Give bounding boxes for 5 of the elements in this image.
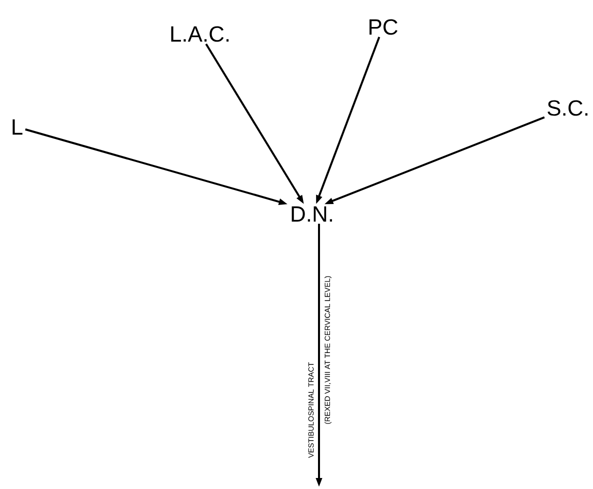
node-label: L.A.C. <box>171 26 229 42</box>
node-label: S.C. <box>548 100 588 116</box>
node-label: L <box>12 119 22 135</box>
node-label: PC <box>370 19 398 35</box>
node-label: D.N. <box>292 206 332 222</box>
